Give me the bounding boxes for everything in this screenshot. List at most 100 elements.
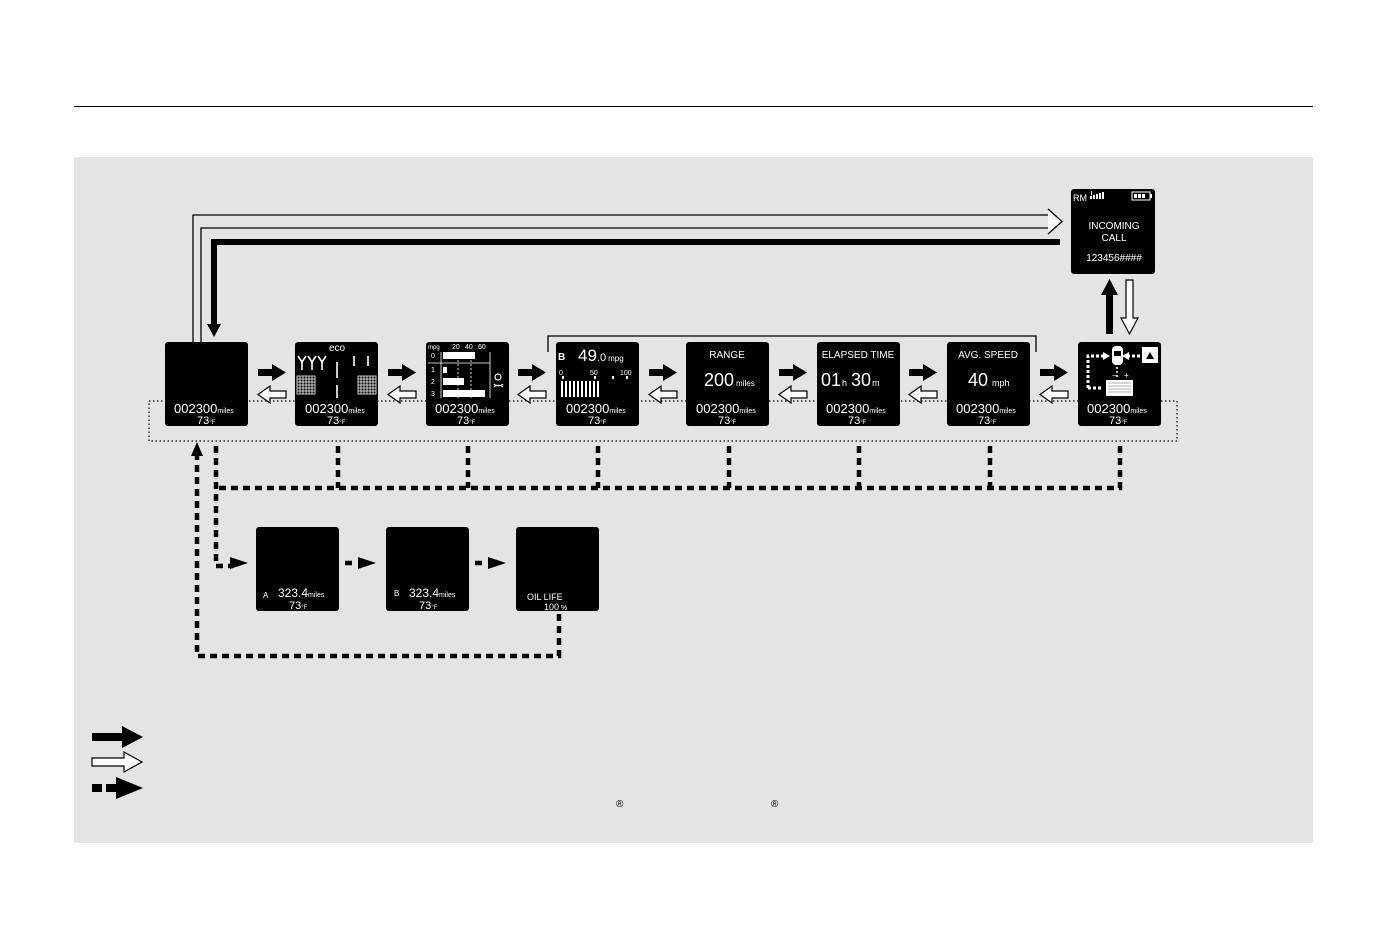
registered-mark-1: ® xyxy=(616,799,624,810)
fuel-bar-gauge xyxy=(561,381,599,397)
screen-trip-a: A 323.4miles 73°F xyxy=(256,527,339,612)
range-unit: miles xyxy=(736,379,755,388)
screen-energy-flow: − + 002300miles 73°F xyxy=(1078,342,1161,427)
elapsed-title: ELAPSED TIME xyxy=(822,350,895,361)
legend-solid-arrow xyxy=(92,726,143,748)
screen-history: mpg 20 40 60 0 1 2 3 002300miles 73°F xyxy=(426,342,509,427)
odometer-unit: miles xyxy=(609,408,626,415)
trip-a-letter: A xyxy=(263,591,269,600)
svg-text:002300miles: 002300miles xyxy=(174,401,234,416)
svg-text:002300miles: 002300miles xyxy=(826,401,886,416)
svg-text:73°F: 73°F xyxy=(289,600,308,612)
odometer-value: 002300 xyxy=(305,401,348,416)
eco-title: eco xyxy=(329,343,346,354)
dashed-arrowhead xyxy=(488,557,506,569)
hollow-loop-arrow xyxy=(192,208,1063,342)
fuel-value-int: 49 xyxy=(578,346,597,365)
dashed-arrowhead xyxy=(191,442,203,456)
svg-text:73°F: 73°F xyxy=(1109,415,1128,427)
odometer-value: 002300 xyxy=(826,401,869,416)
svg-text:73°F: 73°F xyxy=(419,600,438,612)
svg-text:73°F: 73°F xyxy=(718,415,737,427)
battery-level-icon xyxy=(1131,191,1152,201)
odometer-value: 002300 xyxy=(696,401,739,416)
temperature-value: 73 xyxy=(327,415,339,427)
odometer-value: 002300 xyxy=(174,401,217,416)
trip-a-unit: miles xyxy=(308,592,325,599)
temperature-value: 73 xyxy=(197,415,209,427)
temperature-unit: °F xyxy=(1121,420,1127,426)
battery-plus-icon: + xyxy=(1124,371,1129,380)
screen-trip-b: B 323.4miles 73°F xyxy=(386,527,469,612)
range-value: 200 xyxy=(704,370,734,390)
solid-loop-arrow xyxy=(207,239,1060,337)
oil-life-unit: % xyxy=(561,605,567,612)
trip-b-unit: miles xyxy=(439,592,456,599)
screen-main: 002300miles 73°F xyxy=(165,342,248,427)
forward-arrow xyxy=(258,364,1068,381)
dashed-arrowhead xyxy=(358,557,376,569)
history-row-3: 3 xyxy=(431,391,435,398)
fuel-scale-100: 100 xyxy=(620,370,632,377)
screen-oil-life: OIL LIFE 100% xyxy=(516,527,599,612)
history-bar-2 xyxy=(443,378,464,385)
elapsed-minutes: 30 xyxy=(851,370,871,390)
oil-life-value: 100 xyxy=(544,602,559,612)
eco-leaf-icon xyxy=(297,355,369,398)
fuel-value-dec: .0 xyxy=(597,352,606,364)
odometer-unit: miles xyxy=(348,408,365,415)
temperature-value: 73 xyxy=(588,415,600,427)
history-reset-icon xyxy=(493,373,504,388)
history-scale-60: 60 xyxy=(478,344,486,351)
temperature-unit: °F xyxy=(990,420,996,426)
history-bar-3 xyxy=(443,390,485,397)
fuel-scale-0: 0 xyxy=(559,370,563,377)
legend-dashed-arrow xyxy=(92,777,143,799)
svg-text:73°F: 73°F xyxy=(197,415,216,427)
temperature-value: 73 xyxy=(1109,415,1121,427)
odometer-value: 002300 xyxy=(1087,401,1130,416)
avg-speed-title: AVG. SPEED xyxy=(958,350,1018,361)
call-status: RM xyxy=(1073,193,1087,203)
trip-b-letter: B xyxy=(394,589,399,598)
odometer-value: 002300 xyxy=(566,401,609,416)
fuel-value-unit: mpg xyxy=(608,354,624,363)
svg-text:002300miles: 002300miles xyxy=(435,401,495,416)
history-bar-1 xyxy=(443,367,447,373)
history-scale-20: 20 xyxy=(452,344,460,351)
odometer-unit: miles xyxy=(217,408,234,415)
avg-speed-value: 40 xyxy=(968,370,988,390)
signal-strength-icon xyxy=(1090,191,1104,199)
temperature-unit: °F xyxy=(600,420,606,426)
fuel-scale-50: 50 xyxy=(590,370,598,377)
odometer-unit: miles xyxy=(478,408,495,415)
odometer-unit: miles xyxy=(869,408,886,415)
svg-text:002300miles: 002300miles xyxy=(956,401,1016,416)
temperature-value: 73 xyxy=(718,415,730,427)
dashed-trip-path xyxy=(194,446,1123,659)
history-row-1: 1 xyxy=(431,367,435,374)
history-scale-40: 40 xyxy=(465,344,473,351)
up-solid-arrow xyxy=(1101,279,1118,334)
call-line-1: INCOMING xyxy=(1088,221,1139,232)
svg-text:002300miles: 002300miles xyxy=(305,401,365,416)
svg-text:73°F: 73°F xyxy=(848,415,867,427)
engine-icon xyxy=(1142,347,1158,363)
temperature-value: 73 xyxy=(419,600,431,612)
svg-text:73°F: 73°F xyxy=(327,415,346,427)
svg-text:73°F: 73°F xyxy=(588,415,607,427)
call-line-2: CALL xyxy=(1101,233,1126,244)
battery-icon xyxy=(1106,380,1133,396)
odometer-value: 002300 xyxy=(435,401,478,416)
temperature-value: 73 xyxy=(289,600,301,612)
history-bar-0 xyxy=(443,352,475,359)
registered-mark-2: ® xyxy=(771,799,779,810)
screen-eco: eco 002300miles 73°F xyxy=(295,342,378,427)
temperature-unit: °F xyxy=(431,605,437,611)
svg-text:73°F: 73°F xyxy=(978,415,997,427)
